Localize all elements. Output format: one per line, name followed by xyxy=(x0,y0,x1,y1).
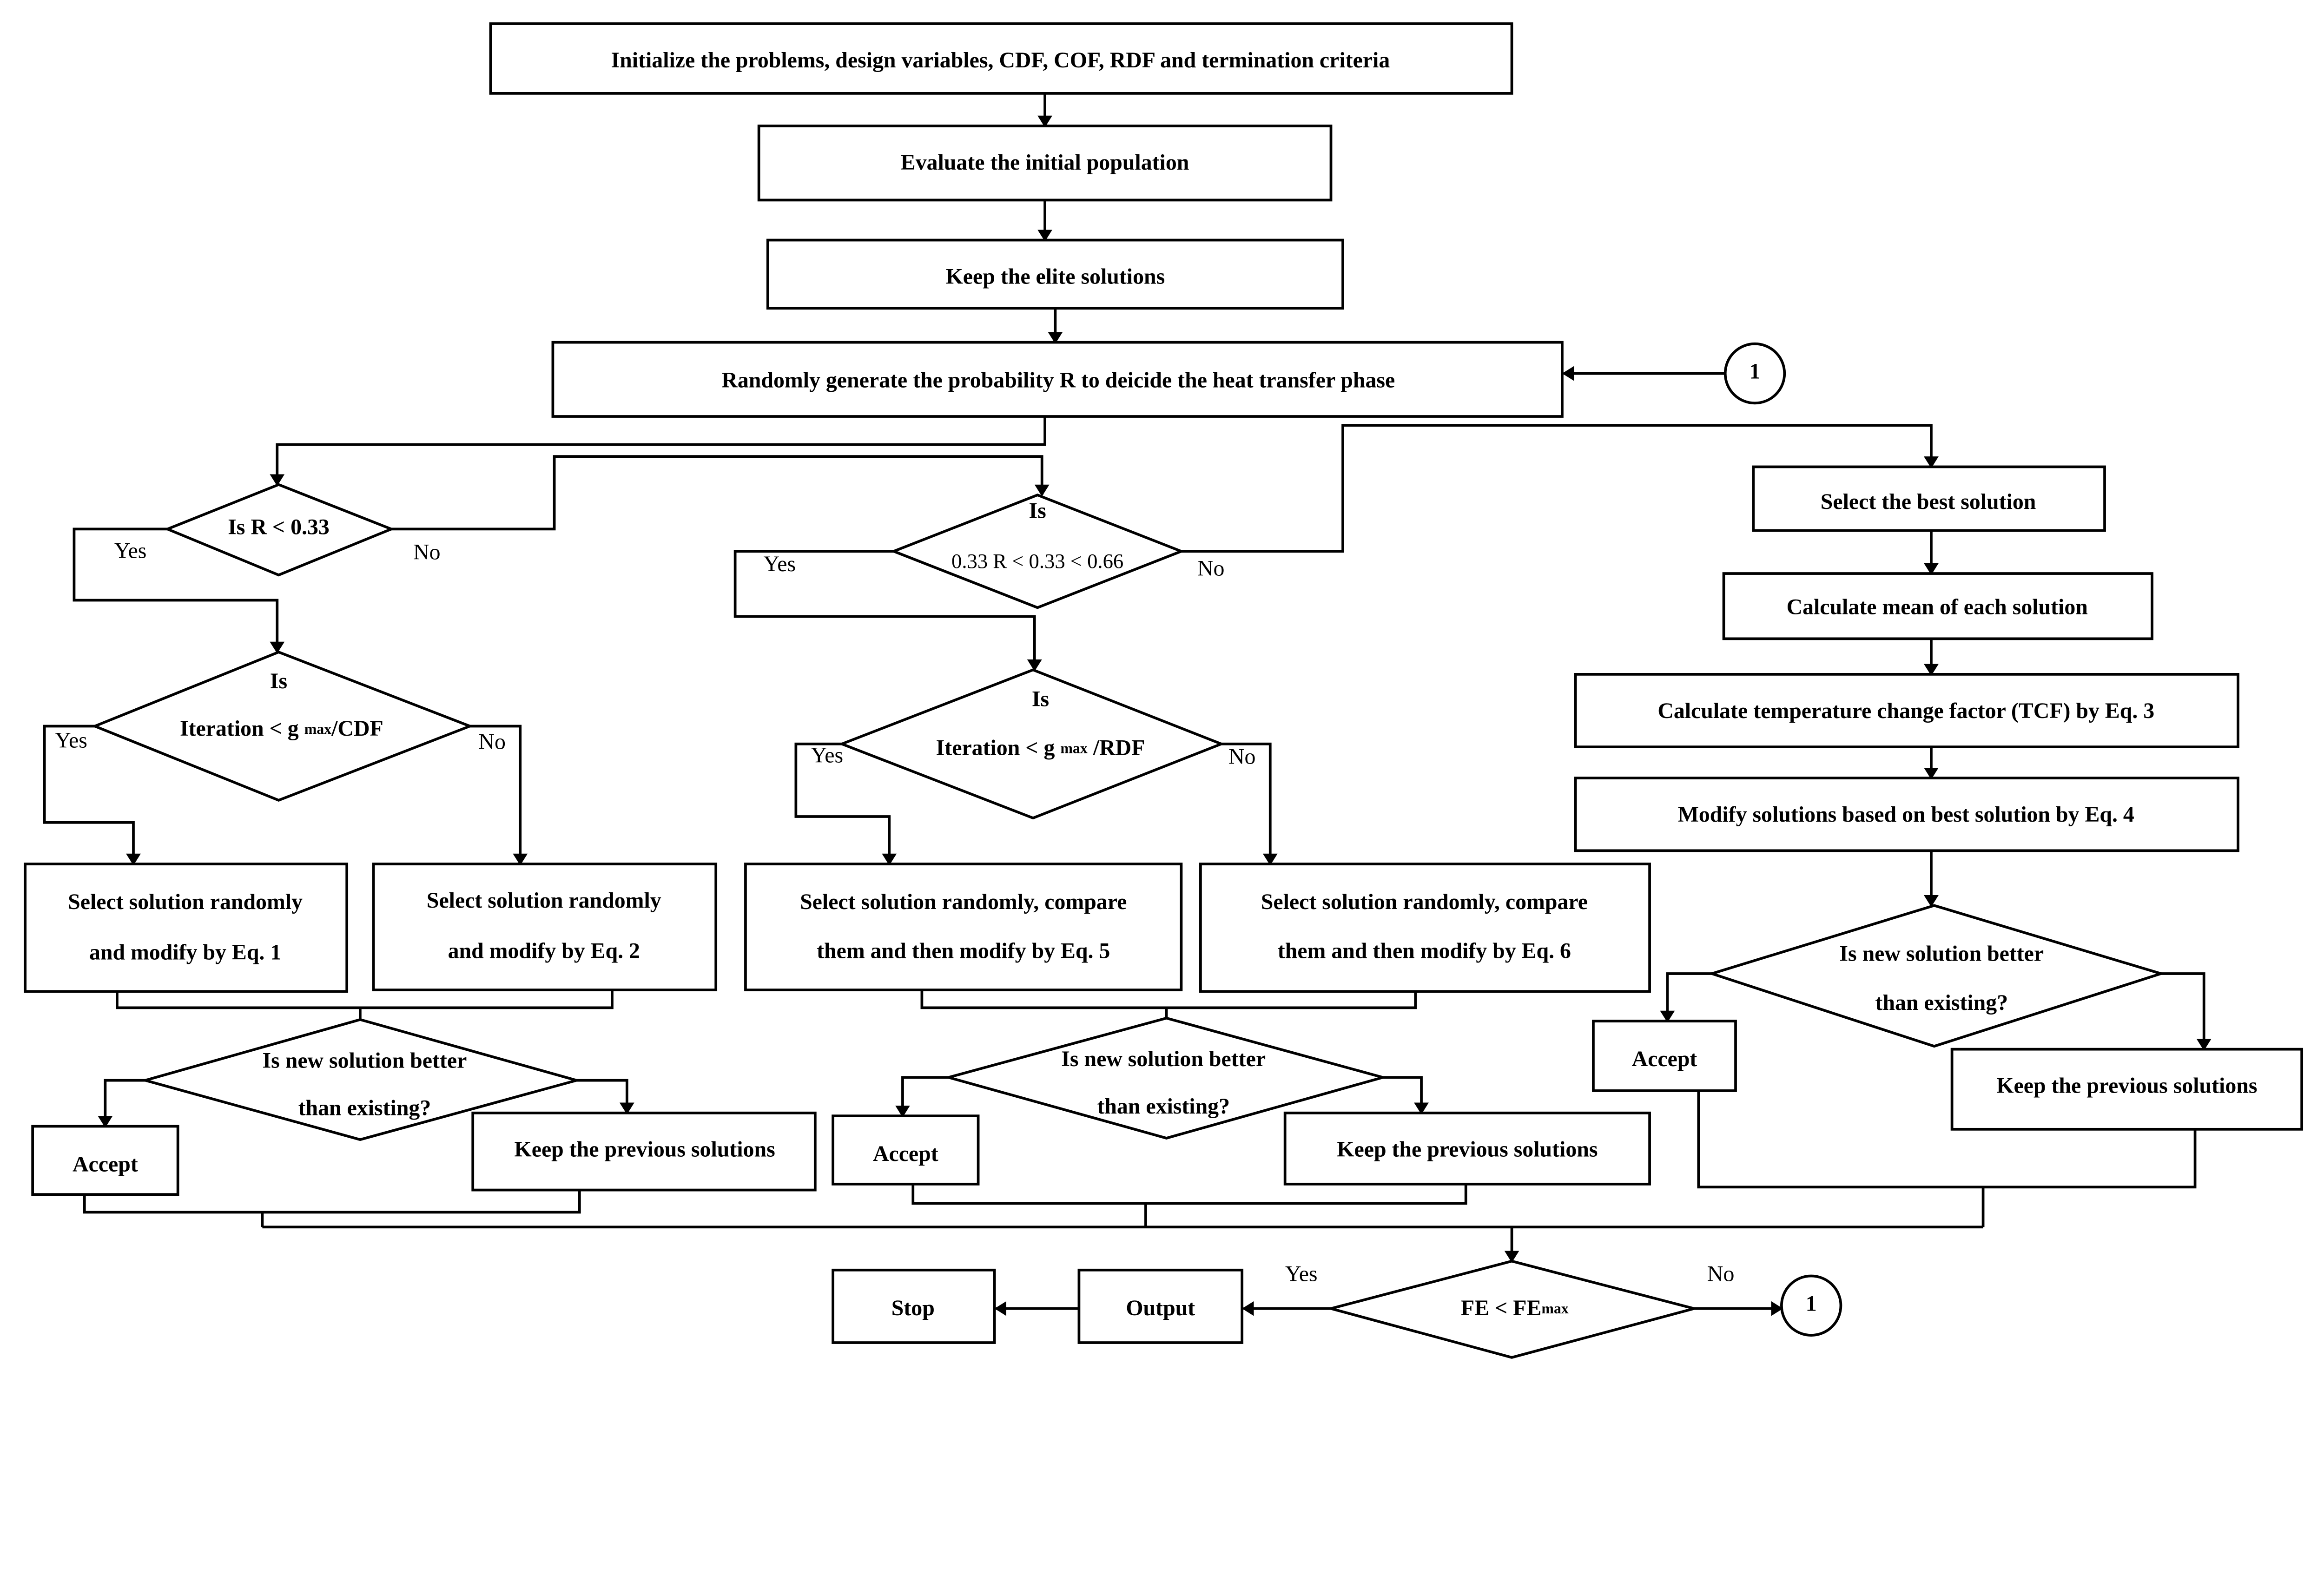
decision-text: 0.33 R < 0.33 < 0.66 xyxy=(951,549,1123,573)
tcf-box: Calculate temperature change factor (TCF… xyxy=(1574,673,2239,749)
accept-box-mid: Accept xyxy=(832,1114,980,1186)
decision-better-mid: Is new solution better than existing? xyxy=(944,1016,1388,1140)
yes-label: Yes xyxy=(811,743,844,767)
accept-box-left: Accept xyxy=(31,1125,179,1196)
decision-r066: Is 0.33 R < 0.33 < 0.66 xyxy=(890,493,1185,609)
init-text: Initialize the problems, design variable… xyxy=(611,48,1390,72)
decision-text: than existing? xyxy=(1097,1094,1230,1119)
yes-label: Yes xyxy=(763,552,796,576)
evaluate-text: Evaluate the initial population xyxy=(901,150,1189,175)
evaluate-box: Evaluate the initial population xyxy=(757,125,1333,202)
box-text: them and then modify by Eq. 6 xyxy=(1278,938,1571,963)
flowchart: Initialize the problems, design variable… xyxy=(24,22,2304,1359)
modify-eq4-box: Modify solutions based on best solution … xyxy=(1574,777,2239,852)
random-text: Randomly generate the probability R to d… xyxy=(721,368,1395,393)
eq2-box: Select solution randomly and modify by Eq… xyxy=(372,863,718,991)
stop-box: Stop xyxy=(832,1268,996,1344)
decision-text: Is xyxy=(1032,686,1049,711)
accept-text: Accept xyxy=(873,1141,938,1166)
best-text: Select the best solution xyxy=(1821,489,2036,514)
eq1-box: Select solution randomly and modify by Eq… xyxy=(24,863,349,993)
keep-text: Keep the previous solutions xyxy=(1996,1074,2257,1098)
accept-box-right: Accept xyxy=(1592,1020,1737,1092)
decision-text: Is xyxy=(270,669,287,693)
decision-text: than existing? xyxy=(298,1095,431,1120)
decision-text: than existing? xyxy=(1875,990,2008,1015)
no-label: No xyxy=(413,540,440,565)
keep-text: Keep the previous solutions xyxy=(1337,1137,1598,1162)
output-box: Output xyxy=(1077,1268,1244,1344)
box-text: Select solution randomly xyxy=(68,890,303,914)
eq5-box: Select solution randomly, compare them an… xyxy=(744,863,1183,991)
yes-label: Yes xyxy=(1285,1262,1318,1286)
connector-text: 1 xyxy=(1806,1291,1817,1316)
decision-text: Is new solution better xyxy=(1839,942,2044,966)
decision-text: Is new solution better xyxy=(1061,1047,1266,1071)
decision-fe: FE < FEmax xyxy=(1326,1259,1699,1359)
eq6-box: Select solution randomly, compare them an… xyxy=(1199,863,1651,993)
connectors xyxy=(43,93,2212,1316)
no-label: No xyxy=(1707,1262,1734,1286)
mean-text: Calculate mean of each solution xyxy=(1787,595,2088,620)
keep-text: Keep the previous solutions xyxy=(515,1137,775,1162)
no-label: No xyxy=(478,730,505,754)
keep-box-left: Keep the previous solutions xyxy=(471,1111,817,1192)
decision-text: FE < FEmax xyxy=(1461,1296,1569,1320)
keep-box-right: Keep the previous solutions xyxy=(1950,1048,2304,1131)
decision-better-left: Is new solution better than existing? xyxy=(140,1018,582,1141)
decision-text: Is xyxy=(1029,498,1046,523)
decision-text: Is new solution better xyxy=(263,1048,467,1073)
connector-text: 1 xyxy=(1750,359,1761,384)
decision-text: Iteration < g max /RDF xyxy=(936,735,1145,760)
box-text: and modify by Eq. 2 xyxy=(448,938,640,963)
yes-label: Yes xyxy=(114,538,147,563)
init-box: Initialize the problems, design variable… xyxy=(489,22,1513,95)
box-text: them and then modify by Eq. 5 xyxy=(817,938,1110,963)
best-box: Select the best solution xyxy=(1752,465,2106,532)
decision-r033: Is R < 0.33 xyxy=(164,483,395,577)
random-box: Randomly generate the probability R to d… xyxy=(551,341,1564,418)
connector-circle-bottom: 1 xyxy=(1780,1274,1842,1337)
yes-label: Yes xyxy=(55,728,87,753)
elite-box: Keep the elite solutions xyxy=(766,238,1344,310)
keep-box-mid: Keep the previous solutions xyxy=(1283,1111,1651,1186)
box-text: Select solution randomly, compare xyxy=(800,890,1127,914)
decision-better-right: Is new solution better than existing? xyxy=(1707,904,2166,1048)
no-label: No xyxy=(1228,745,1255,769)
box-text: Select solution randomly xyxy=(427,888,661,913)
elite-text: Keep the elite solutions xyxy=(946,264,1165,289)
box-text: Select solution randomly, compare xyxy=(1261,890,1588,914)
output-text: Output xyxy=(1126,1296,1195,1320)
box-text: and modify by Eq. 1 xyxy=(89,940,281,965)
connector-circle-top: 1 xyxy=(1723,342,1786,405)
modify-eq4-text: Modify solutions based on best solution … xyxy=(1678,802,2134,827)
accept-text: Accept xyxy=(73,1152,138,1177)
decision-text: Iteration < g max/CDF xyxy=(180,716,383,741)
tcf-text: Calculate temperature change factor (TCF… xyxy=(1657,699,2154,723)
no-label: No xyxy=(1197,556,1224,581)
accept-text: Accept xyxy=(1632,1047,1697,1071)
mean-box: Calculate mean of each solution xyxy=(1722,572,2153,640)
decision-text: Is R < 0.33 xyxy=(228,514,330,539)
stop-text: Stop xyxy=(891,1296,935,1320)
